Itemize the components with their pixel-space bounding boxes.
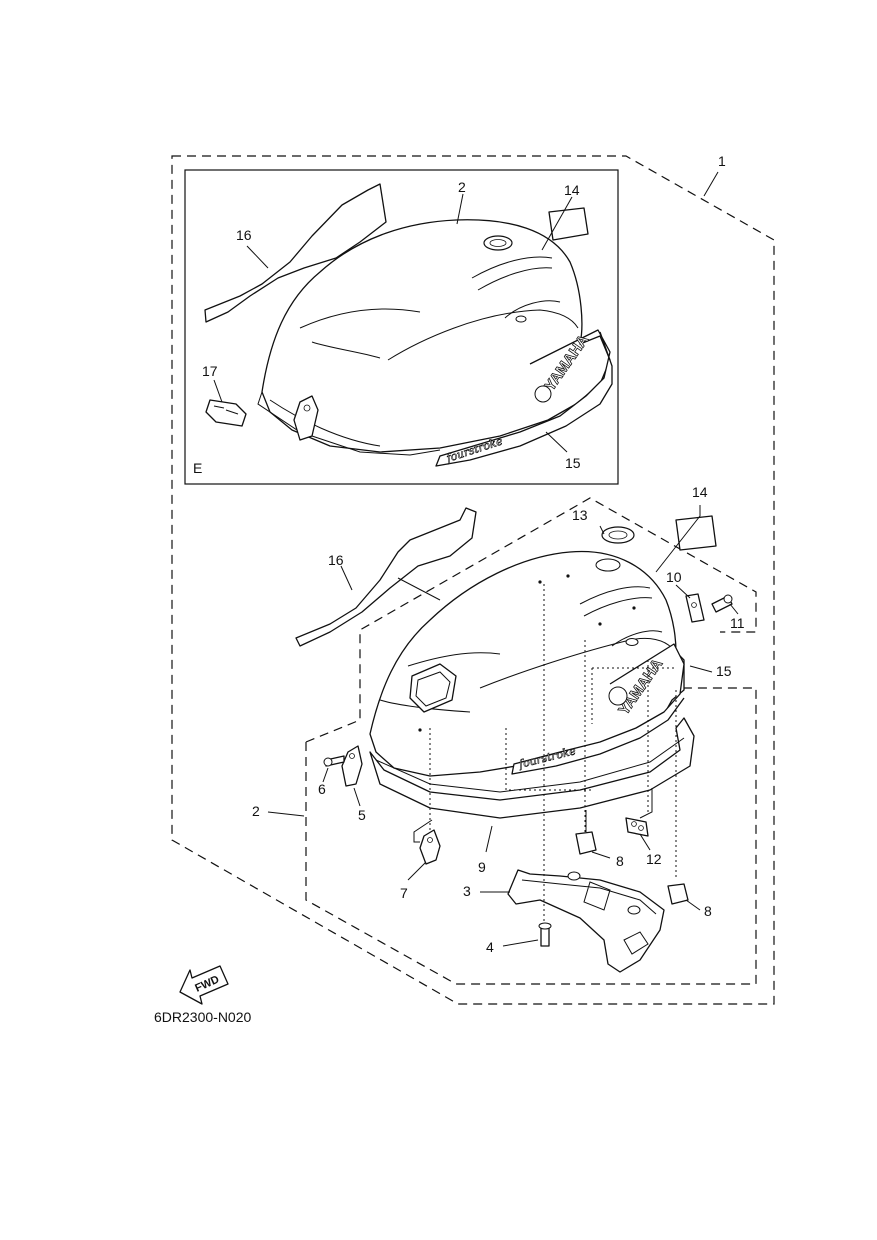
label-plate-14-inset (548, 207, 589, 241)
main-leaders (267, 171, 739, 947)
inset-leaders (213, 193, 573, 453)
front-decal-15-inset (435, 329, 613, 467)
inset-box-e (184, 169, 619, 485)
latch-hole (625, 638, 639, 646)
callout-labels: 1 2 14 16 17 15 E 14 13 16 10 11 15 6 2 … (193, 153, 745, 955)
clip-7 (419, 829, 441, 865)
emblem-mount-hole (595, 558, 621, 572)
front-decal-15 (511, 643, 685, 775)
cowling-vent-inset (471, 256, 561, 319)
callout-2-main: 2 (252, 803, 260, 819)
cowling-vent (579, 586, 663, 647)
callout-15-main: 15 (716, 663, 732, 679)
callout-9: 9 (478, 859, 486, 875)
emblem-13-inset (483, 235, 513, 251)
callout-11: 11 (730, 615, 745, 631)
inset-label-e: E (193, 460, 202, 476)
bottom-bracket-3 (507, 869, 665, 973)
alignment-lines (413, 584, 677, 924)
callout-8b: 8 (704, 903, 712, 919)
callout-10: 10 (666, 569, 682, 585)
hook-clip-inset (293, 395, 319, 441)
cowling-seal-inset (257, 391, 441, 456)
seal-9 (369, 717, 695, 819)
badge-17 (205, 399, 247, 427)
figure-code: 6DR2300-N020 (154, 1009, 251, 1025)
callout-6: 6 (318, 781, 326, 797)
grommet-8b (667, 883, 689, 905)
grommet-8a (575, 831, 597, 855)
callout-5: 5 (358, 807, 366, 823)
emblem-13 (601, 526, 635, 544)
side-decal-16-inset (204, 183, 387, 323)
hook-clip-5 (341, 745, 363, 787)
callout-3: 3 (463, 883, 471, 899)
callout-16-inset: 16 (236, 227, 252, 243)
callout-4: 4 (486, 939, 494, 955)
callout-1: 1 (718, 153, 726, 169)
fwd-arrow: FWD (179, 965, 229, 1005)
bracket-10 (685, 593, 705, 623)
screw-4 (540, 927, 550, 947)
callout-14-inset: 14 (564, 182, 580, 198)
top-cowling-inset (261, 219, 611, 453)
callout-15-inset: 15 (565, 455, 581, 471)
callout-2-inset: 2 (458, 179, 466, 195)
callout-17: 17 (202, 363, 218, 379)
mount-12 (625, 817, 649, 837)
subassembly-boundary-2 (305, 497, 757, 985)
label-plate-14 (675, 515, 717, 551)
brand-logo-inset (534, 385, 552, 403)
callout-13: 13 (572, 507, 588, 523)
brand-logo (608, 686, 628, 706)
callout-14-main: 14 (692, 484, 708, 500)
assembly-boundary-outline (171, 155, 775, 1005)
side-decal-16 (295, 507, 477, 647)
cowling-crease-inset (299, 308, 579, 361)
latch-hole-inset (515, 315, 527, 323)
callout-7: 7 (400, 885, 408, 901)
emblem-inner-inset (489, 239, 507, 247)
inset-cowling-group: YAMAHA fourstroke (204, 183, 613, 467)
callout-12: 12 (646, 851, 662, 867)
callout-8a: 8 (616, 853, 624, 869)
callout-16-main: 16 (328, 552, 344, 568)
